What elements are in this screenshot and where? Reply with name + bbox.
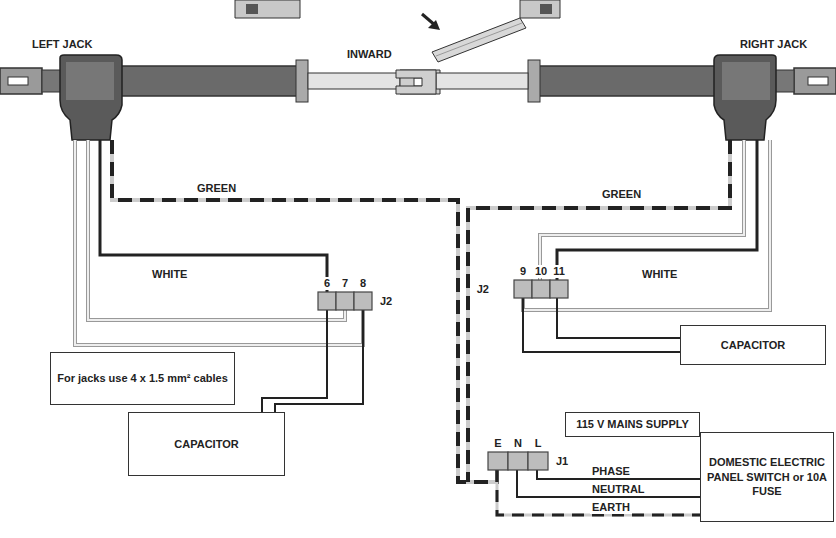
terminal-number: 9 (518, 265, 528, 278)
terminal-number: 8 (358, 277, 368, 290)
wire-color: GREEN (195, 182, 238, 195)
terminal-name: L (533, 437, 544, 450)
part-name: RIGHT JACK (738, 38, 809, 51)
wire-color: WHITE (150, 268, 189, 281)
part-name: LEFT JACK (30, 38, 95, 51)
wire-color: WHITE (640, 268, 679, 281)
note-box: For jacks use 4 x 1.5 mm² cables (50, 352, 235, 405)
panel-box: DOMESTIC ELECTRIC PANEL SWITCH or 10A FU… (700, 432, 834, 522)
box-text: 115 V MAINS SUPPLY (576, 417, 689, 432)
box-text: DOMESTIC ELECTRIC PANEL SWITCH or 10A FU… (707, 455, 827, 500)
text-holder: 115 V MAINS SUPPLY (576, 417, 689, 432)
wire-name: EARTH (590, 501, 632, 514)
capacitor-box: CAPACITOR (128, 412, 285, 476)
terminal-name: E (492, 437, 503, 450)
text-holder: For jacks use 4 x 1.5 mm² cables (57, 371, 228, 386)
text-holder: DOMESTIC ELECTRIC PANEL SWITCH or 10A FU… (707, 455, 827, 500)
capacitor-box: CAPACITOR (680, 325, 826, 365)
terminal-name: N (512, 437, 524, 450)
supply-box: 115 V MAINS SUPPLY (565, 412, 700, 437)
terminal-number: 7 (340, 277, 350, 290)
wire-color: GREEN (600, 188, 643, 201)
box-text: CAPACITOR (721, 338, 785, 353)
box-text: CAPACITOR (174, 437, 238, 452)
text-holder: CAPACITOR (721, 338, 785, 353)
direction-label: INWARD (345, 48, 394, 61)
terminal-number: 11 (551, 265, 567, 278)
terminal-number: 6 (322, 277, 332, 290)
text-holder: CAPACITOR (174, 437, 238, 452)
connector-name: J2 (378, 295, 394, 308)
terminal-number: 10 (533, 265, 549, 278)
connector-name: J1 (554, 455, 570, 468)
wire-name: NEUTRAL (590, 483, 647, 496)
wire-name: PHASE (590, 465, 632, 478)
connector-name: J2 (475, 283, 491, 296)
box-text: For jacks use 4 x 1.5 mm² cables (57, 371, 228, 386)
